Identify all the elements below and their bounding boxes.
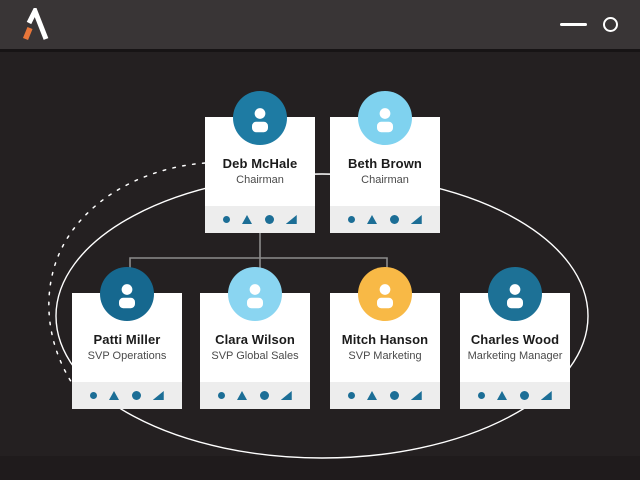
dot-icon[interactable] [389, 391, 399, 400]
circle-icon[interactable] [603, 17, 618, 32]
person-title: Chairman [361, 174, 409, 186]
avatar [358, 267, 412, 321]
tree-connector-lines [129, 232, 388, 272]
triangle-up-icon[interactable] [109, 391, 120, 400]
person-icon [507, 284, 523, 309]
person-icon [377, 108, 393, 133]
card-toolbar [330, 382, 440, 409]
person-icon [119, 284, 135, 309]
bottom-bar [0, 456, 640, 480]
org-card[interactable]: Mitch Hanson SVP Marketing [330, 267, 440, 409]
dot-icon[interactable] [131, 391, 141, 400]
person-icon [252, 108, 268, 133]
person-title: SVP Operations [87, 350, 167, 362]
dot-icon[interactable] [264, 215, 274, 224]
corner-triangle-icon[interactable] [285, 215, 297, 224]
brand-logo-icon [22, 4, 50, 42]
person-name: Patti Miller [93, 332, 161, 347]
avatar [233, 91, 287, 145]
corner-triangle-icon[interactable] [152, 391, 164, 400]
person-title: Marketing Manager [467, 350, 563, 362]
person-name: Beth Brown [348, 156, 422, 171]
person-title: SVP Global Sales [211, 350, 299, 362]
person-name: Deb McHale [222, 156, 298, 171]
person-name: Mitch Hanson [341, 332, 429, 347]
triangle-up-icon[interactable] [242, 215, 253, 224]
person-name: Clara Wilson [215, 332, 295, 347]
corner-triangle-icon[interactable] [410, 215, 422, 224]
dot-icon[interactable] [389, 215, 399, 224]
avatar [100, 267, 154, 321]
dot-icon[interactable] [348, 392, 356, 399]
card-toolbar [460, 382, 570, 409]
dot-icon[interactable] [519, 391, 529, 400]
org-card[interactable]: Charles Wood Marketing Manager [460, 267, 570, 409]
triangle-up-icon[interactable] [367, 215, 378, 224]
dot-icon[interactable] [218, 392, 226, 399]
triangle-up-icon[interactable] [237, 391, 248, 400]
avatar [358, 91, 412, 145]
window-controls [560, 17, 618, 32]
solid-ellipse-curve [55, 173, 589, 459]
dot-icon[interactable] [478, 392, 486, 399]
card-toolbar [200, 382, 310, 409]
minimize-icon[interactable] [560, 23, 587, 26]
avatar [228, 267, 282, 321]
person-title: Chairman [236, 174, 284, 186]
dot-icon[interactable] [223, 216, 231, 223]
dot-icon[interactable] [348, 216, 356, 223]
person-name: Charles Wood [470, 332, 560, 347]
triangle-up-icon[interactable] [497, 391, 508, 400]
org-card[interactable]: Beth Brown Chairman [330, 91, 440, 233]
card-toolbar [205, 206, 315, 233]
org-card[interactable]: Clara Wilson SVP Global Sales [200, 267, 310, 409]
card-toolbar [72, 382, 182, 409]
card-toolbar [330, 206, 440, 233]
corner-triangle-icon[interactable] [540, 391, 552, 400]
dot-icon[interactable] [259, 391, 269, 400]
org-card[interactable]: Patti Miller SVP Operations [72, 267, 182, 409]
triangle-up-icon[interactable] [367, 391, 378, 400]
dot-icon[interactable] [90, 392, 98, 399]
corner-triangle-icon[interactable] [280, 391, 292, 400]
person-icon [247, 284, 263, 309]
title-bar [0, 0, 640, 52]
avatar [488, 267, 542, 321]
person-icon [377, 284, 393, 309]
org-card[interactable]: Deb McHale Chairman [205, 91, 315, 233]
person-title: SVP Marketing [348, 350, 422, 362]
corner-triangle-icon[interactable] [410, 391, 422, 400]
